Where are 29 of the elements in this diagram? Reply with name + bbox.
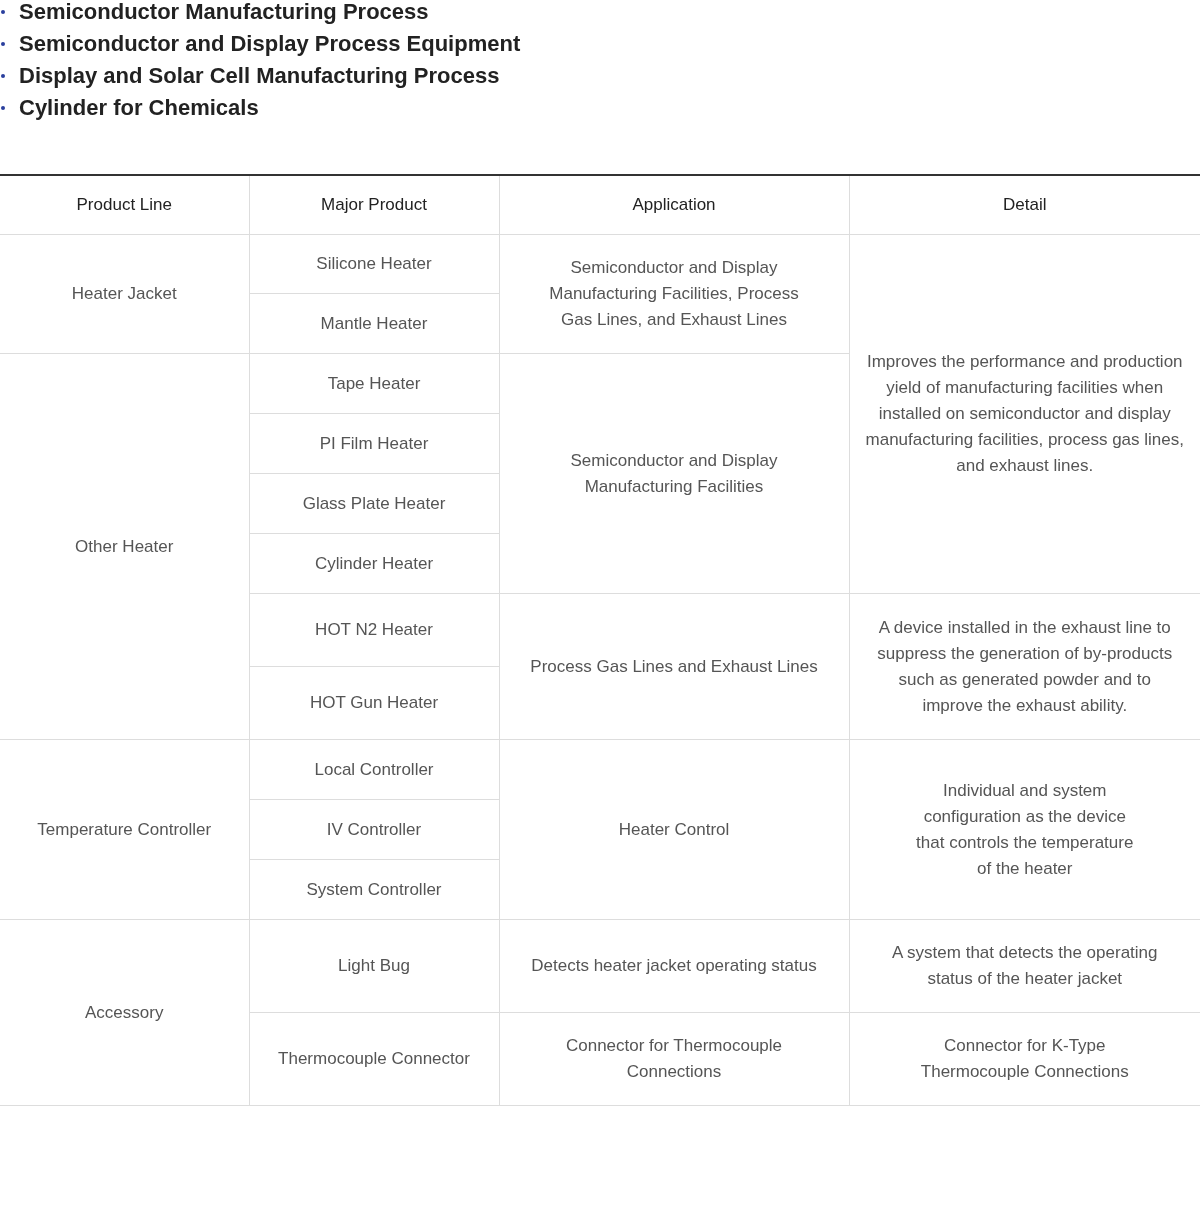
table-cell: Semiconductor and Display Manufacturing Facilities, Process Gas Lines, and Exhaust Lines [499,234,849,354]
table-cell: Light Bug [249,919,499,1013]
table-cell: Detects heater jacket operating status [499,919,849,1013]
table-cell: Cylinder Heater [249,533,499,594]
table-cell: Thermocouple Connector [249,1012,499,1106]
table-cell: Silicone Heater [249,234,499,294]
header-cell: Major Product [249,175,499,235]
table-cell: IV Controller [249,799,499,860]
table-cell: System Controller [249,859,499,920]
table-cell: Process Gas Lines and Exhaust Lines [499,593,849,740]
bullet-text: Semiconductor and Display Process Equipment [19,31,521,57]
table-cell: Connector for Thermocouple Connections [499,1012,849,1106]
header-cell: Application [499,175,849,235]
table-cell: Heater Jacket [0,234,249,354]
table-cell: Accessory [0,919,249,1106]
header-cell: Product Line [0,175,249,235]
table-cell: HOT N2 Heater [249,593,499,667]
table-cell: Heater Control [499,739,849,920]
table-cell: Other Heater [0,353,249,740]
table-cell: Glass Plate Heater [249,473,499,534]
table-cell: Tape Heater [249,353,499,414]
bullet-text: Display and Solar Cell Manufacturing Process [19,63,500,89]
table-cell: HOT Gun Heater [249,666,499,740]
table-cell: Mantle Heater [249,293,499,354]
table-cell: Temperature Controller [0,739,249,920]
table-cell: PI Film Heater [249,413,499,474]
table-cell: Local Controller [249,739,499,800]
bullet-text: Semiconductor Manufacturing Process [19,0,429,25]
bullet-text: Cylinder for Chemicals [19,95,259,121]
